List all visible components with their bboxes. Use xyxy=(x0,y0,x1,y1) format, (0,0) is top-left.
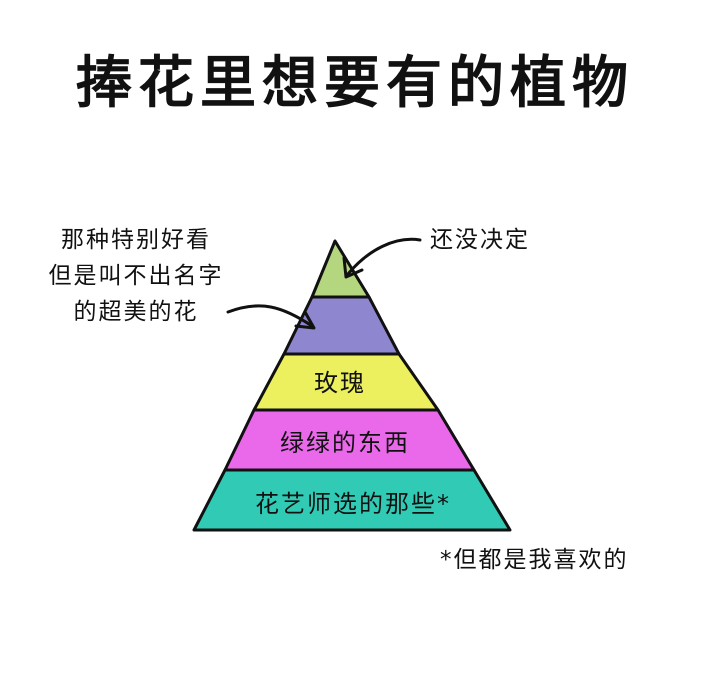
arrow-to-purple-layer xyxy=(226,304,314,328)
arrowhead-purple xyxy=(294,310,316,330)
arrowhead-top xyxy=(342,256,364,279)
note-line: 那种特别好看 xyxy=(61,227,211,253)
note-line: 但是叫不出名字 xyxy=(48,263,224,289)
note-unknown-flowers: 那种特别好看 但是叫不出名字 的超美的花 xyxy=(16,222,256,330)
pyramid-layer-top xyxy=(310,239,371,299)
layer-label-3: 玫瑰 xyxy=(314,369,366,397)
layer-label-5: 花艺师选的那些* xyxy=(255,490,451,518)
layer-label-4: 绿绿的东西 xyxy=(280,429,410,457)
pyramid-layer-5 xyxy=(192,468,512,532)
page-title: 捧花里想要有的植物 xyxy=(76,51,634,116)
note-undecided: 还没决定 xyxy=(430,227,530,253)
arrow-to-top-layer xyxy=(346,237,422,276)
footnote: *但都是我喜欢的 xyxy=(440,547,629,573)
note-line: 的超美的花 xyxy=(73,299,199,325)
